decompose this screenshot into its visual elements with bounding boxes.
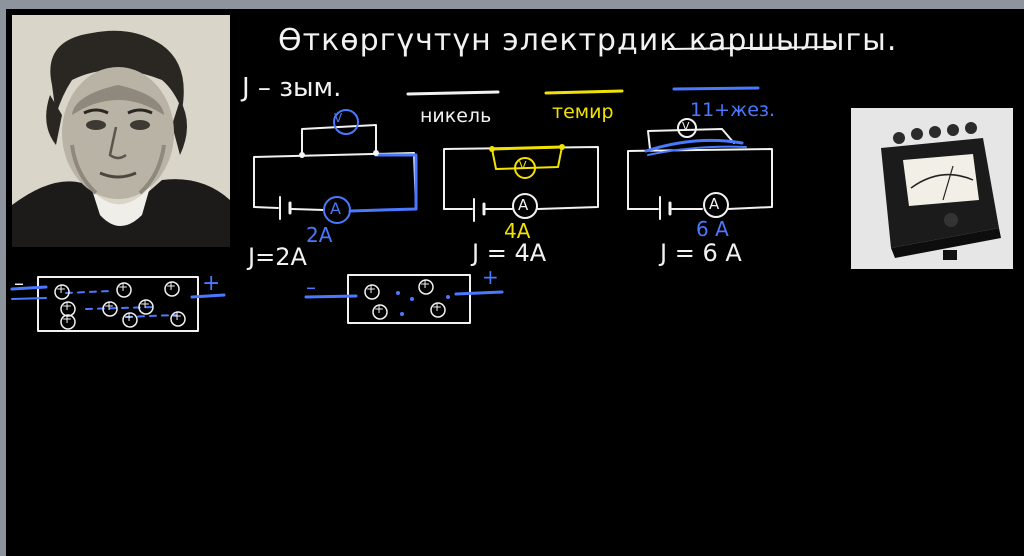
ion: + [104,299,115,313]
ion: + [432,300,443,314]
lattice-2-plus: + [482,265,499,289]
ohmmeter-drawing [851,108,1013,269]
ion: + [140,297,151,311]
circuit-2 [443,144,599,222]
ion: + [62,299,73,313]
ion: + [166,279,177,293]
lattice-2 [304,274,504,324]
ion: + [374,302,385,316]
circuit-3-current: J = 6 A [660,239,742,267]
portrait-drawing [12,15,230,247]
chalk-drawings [10,46,835,332]
circuit-1-voltmeter-label: V [334,111,343,125]
circuit-3-voltmeter-label: V [682,120,690,133]
circuit-2-current-yellow: 4A [504,219,531,243]
ion: + [62,312,73,326]
ion: + [56,282,67,296]
circuit-1-current-blue: 2A [306,223,333,247]
lattice-1-plus: + [202,271,221,296]
iron-wire-sample [544,89,624,95]
lesson-title: Өткөргүчтүн электрдик каршылыгы. [278,23,898,58]
ohmmeter-photo [851,108,1013,269]
ion: + [172,309,183,323]
ion: + [366,282,377,296]
circuit-1-current: J=2A [248,243,307,271]
circuit-1-ammeter-label: A [330,199,341,218]
material-iron: темир [552,101,614,123]
circuit-3 [627,118,773,220]
circuit-3-ammeter-label: A [709,195,720,213]
material-copper: 11+жез. [690,99,775,121]
circuit-2-current: J = 4A [472,239,547,267]
lattice-2-minus: – [306,275,316,299]
circuit-2-voltmeter-label: V [519,159,527,172]
copper-prefix: 11+ [690,99,731,121]
circuit-2-ammeter-label: A [518,196,529,214]
copper-label: жез. [730,99,776,121]
circuit-1 [253,109,418,224]
ion: + [118,280,129,294]
material-nickel: никель [420,105,492,127]
blackboard: Өткөргүчтүн электрдик каршылыгы. J – зым… [0,9,1024,556]
lattice-1 [10,276,226,332]
title-underline [667,46,835,50]
current-definition: J – зым. [242,73,342,103]
ion: + [420,277,431,291]
copper-wire-sample [672,86,760,91]
scientist-portrait [12,15,230,247]
lattice-1-minus: – [14,271,24,295]
circuit-3-current-blue: 6 A [696,217,729,241]
ion: + [124,310,135,324]
nickel-wire-sample [406,90,500,96]
